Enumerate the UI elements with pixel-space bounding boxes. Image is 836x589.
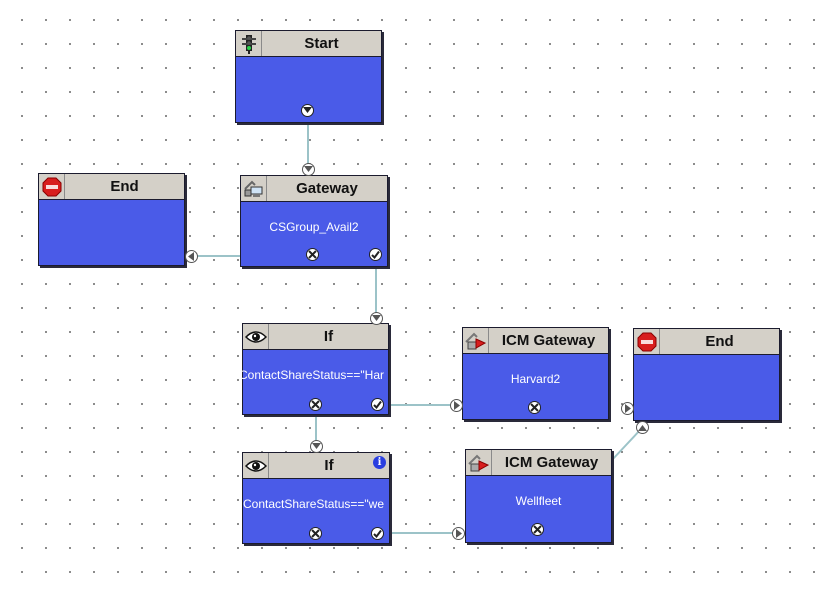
if1-input-port[interactable] — [370, 312, 383, 325]
icm-gateway-node-2[interactable]: ICM Gateway Wellfleet — [465, 449, 612, 543]
connector-icm2-end-right — [611, 427, 643, 461]
if-node-1[interactable]: If ContactShareStatus=="Har — [239, 323, 389, 415]
end-node-right[interactable]: End — [633, 328, 780, 421]
end-node-right-header: End — [634, 329, 779, 355]
info-icon[interactable]: i — [373, 456, 386, 469]
icm2-input-port[interactable] — [452, 527, 465, 540]
end-node-right-title: End — [705, 333, 734, 350]
if2-true-port[interactable] — [371, 527, 384, 540]
gateway-error-port[interactable] — [306, 248, 319, 261]
if-node-2[interactable]: If i ContactShareStatus=="we — [242, 452, 390, 544]
if-node-2-title: If — [324, 457, 334, 474]
computer-gateway-icon — [241, 176, 267, 201]
end-node-left-title: End — [110, 178, 139, 195]
icm-gateway-node-2-label: Wellfleet — [515, 494, 562, 508]
stop-sign-icon — [39, 174, 65, 199]
icm2-error-port[interactable] — [531, 523, 544, 536]
if2-false-port[interactable] — [309, 527, 322, 540]
icm-gateway-node-2-header: ICM Gateway — [466, 450, 611, 476]
start-node-title: Start — [304, 35, 339, 52]
stop-sign-icon — [634, 329, 660, 354]
icm-gateway-icon — [463, 328, 489, 353]
if2-input-port[interactable] — [310, 440, 323, 453]
if-node-1-label: ContactShareStatus=="Har — [239, 368, 385, 382]
if-node-2-header: If i — [243, 453, 389, 479]
eye-if-icon — [243, 453, 269, 478]
eye-if-icon — [243, 324, 269, 349]
gateway-node-title: Gateway — [296, 180, 358, 197]
traffic-light-icon — [236, 31, 262, 56]
icm1-input-port[interactable] — [450, 399, 463, 412]
gateway-input-port[interactable] — [302, 163, 315, 176]
gateway-node-header: Gateway — [241, 176, 387, 202]
if-node-1-header: If — [243, 324, 388, 350]
gateway-success-port[interactable] — [369, 248, 382, 261]
end-node-left[interactable]: End — [38, 173, 185, 266]
icm-gateway-node-1-header: ICM Gateway — [463, 328, 608, 354]
end-node-left-header: End — [39, 174, 184, 200]
start-output-port[interactable] — [301, 104, 314, 117]
icm-gateway-node-1-label: Harvard2 — [510, 372, 561, 386]
end-left-input-port[interactable] — [185, 250, 198, 263]
icm-gateway-node-2-title: ICM Gateway — [504, 454, 599, 471]
end-right-input-port-left[interactable] — [621, 402, 634, 415]
if1-false-port[interactable] — [309, 398, 322, 411]
end-right-input-port-bottom[interactable] — [636, 421, 649, 434]
icm-gateway-node-1-title: ICM Gateway — [501, 332, 596, 349]
icm1-error-port[interactable] — [528, 401, 541, 414]
start-node-header: Start — [236, 31, 381, 57]
gateway-node-label: CSGroup_Avail2 — [269, 220, 359, 234]
if-node-2-label: ContactShareStatus=="we — [243, 497, 385, 511]
if-node-1-title: If — [323, 328, 334, 345]
start-node[interactable]: Start — [235, 30, 382, 123]
icm-gateway-icon — [466, 450, 492, 475]
if1-true-port[interactable] — [371, 398, 384, 411]
